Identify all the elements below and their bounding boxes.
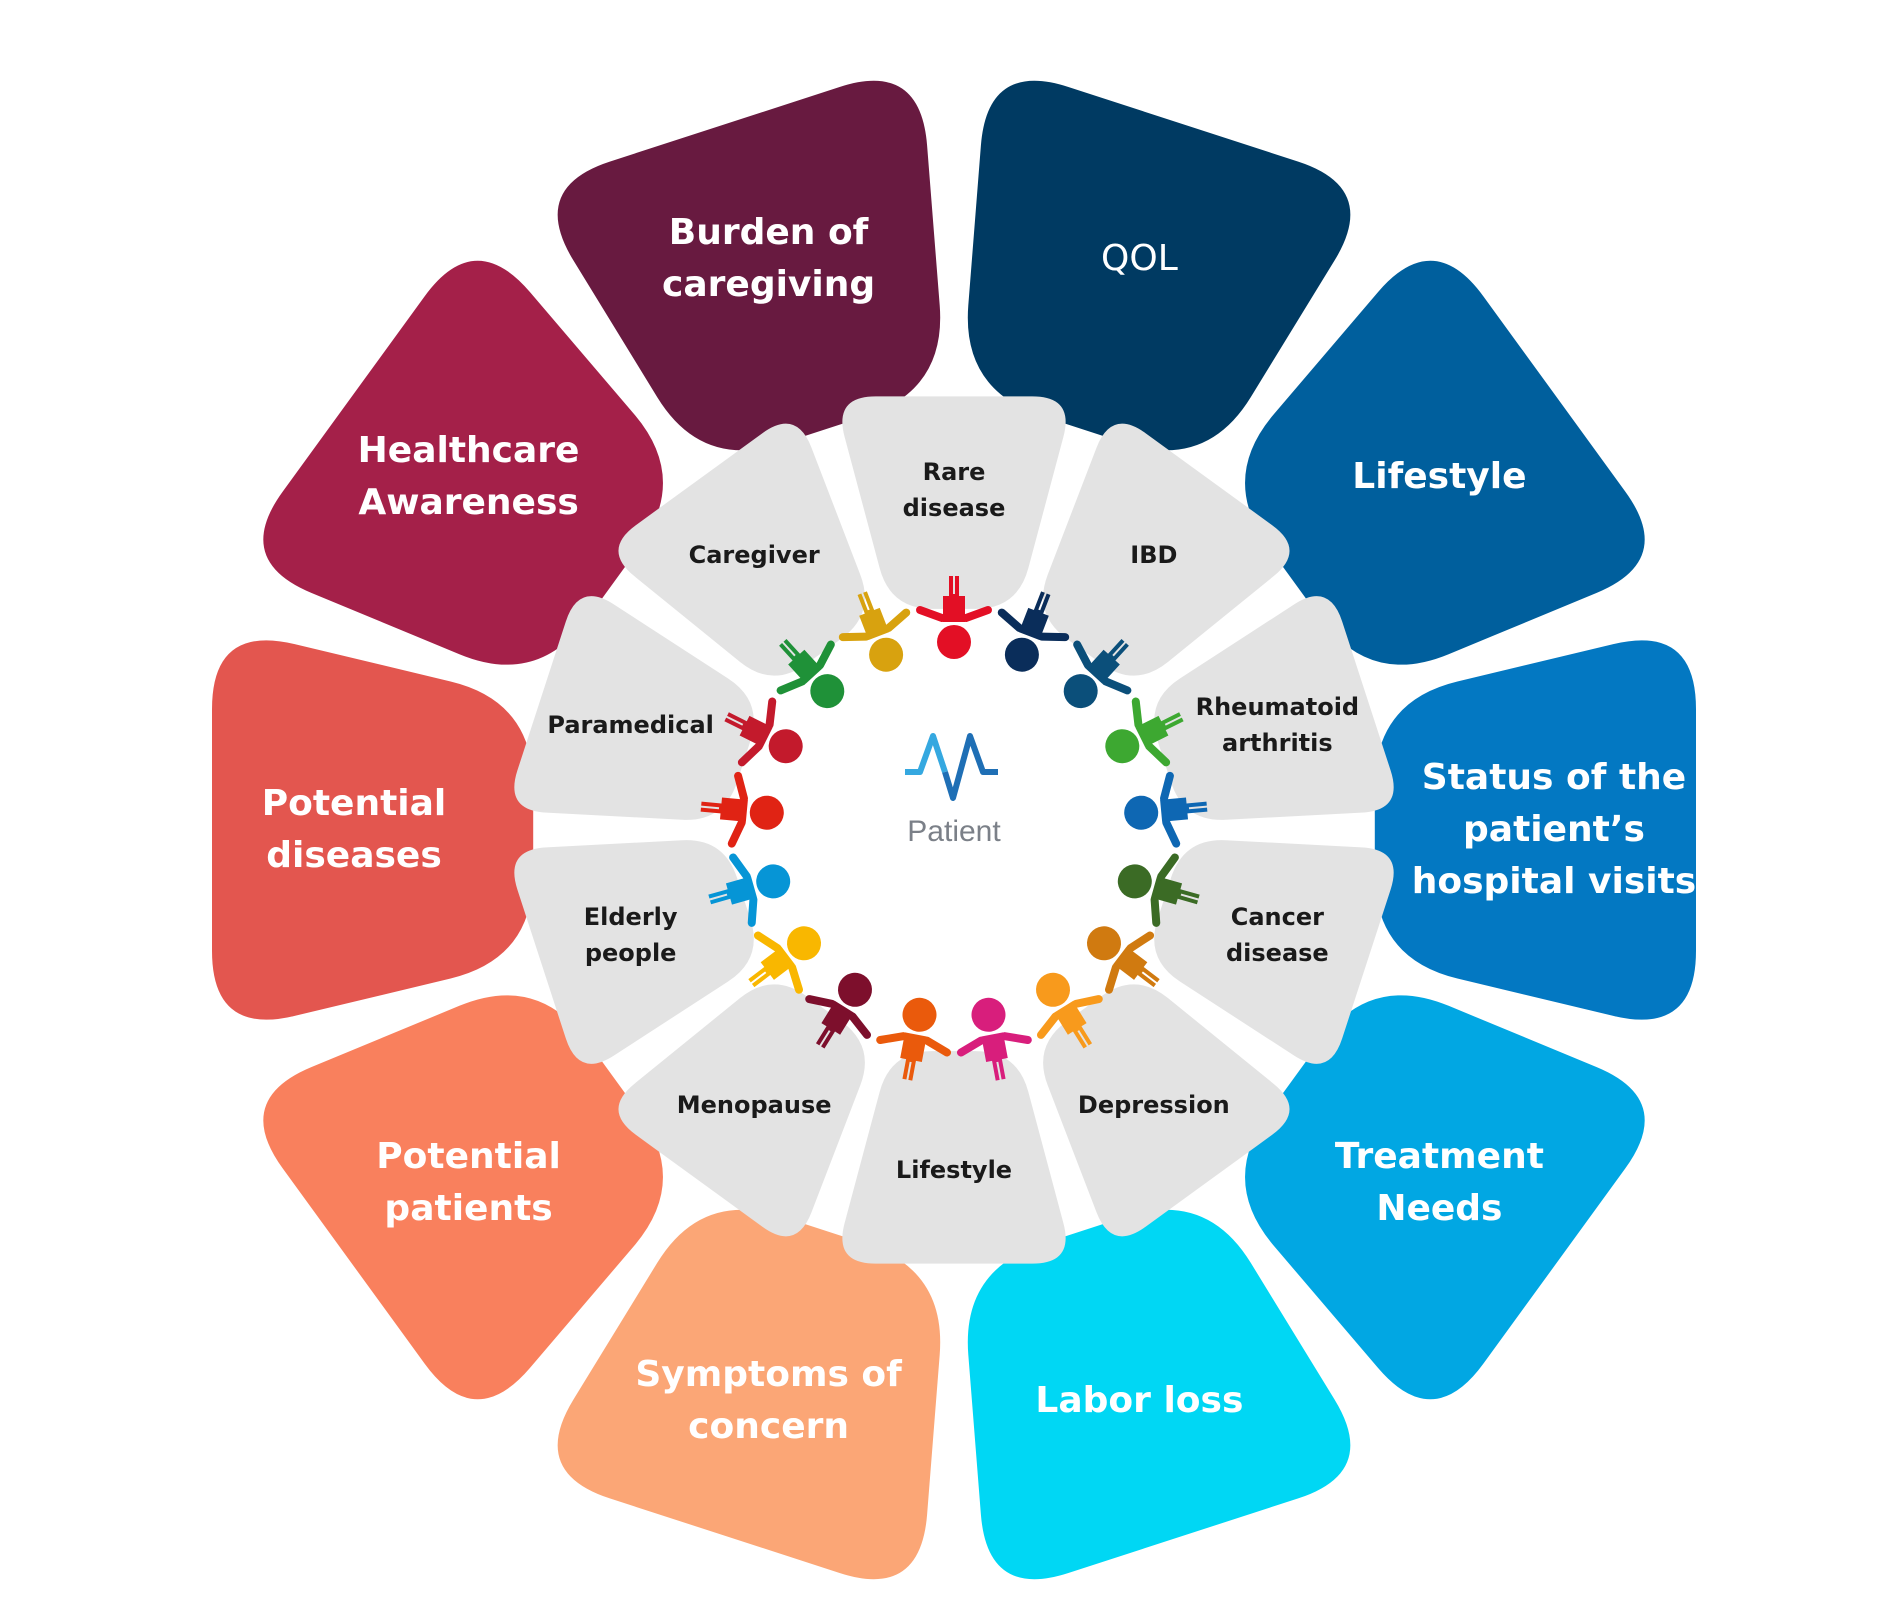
inner-petal-label-line: Paramedical [547, 710, 714, 739]
person-figure-icon [700, 771, 784, 848]
outer-petal [967, 1209, 1351, 1580]
inner-petal [842, 1051, 1066, 1264]
person-figure-icon [1087, 926, 1160, 994]
pulse-logo-icon [905, 733, 998, 801]
outer-petal-label: Burden of caregiving [599, 207, 939, 311]
outer-petal [263, 260, 663, 665]
inner-petal [514, 840, 754, 1064]
outer-petal-label-line: Awareness [358, 482, 579, 524]
person-figure-icon [805, 972, 872, 1049]
inner-petal-label: Paramedical [541, 707, 721, 743]
inner-petal-label: Menopause [664, 1087, 844, 1123]
inner-petal-label-line: Elderly [583, 903, 678, 932]
outer-petal-label-line: Treatment [1334, 1135, 1544, 1177]
inner-petal-label-line: arthritis [1222, 728, 1333, 757]
inner-petal-label-line: people [584, 939, 677, 968]
inner-petal-label: Cancer disease [1187, 899, 1367, 971]
inner-petal-label: Depression [1064, 1087, 1244, 1123]
person-figure-icon [876, 997, 952, 1081]
inner-petal-label-line: Lifestyle [895, 1156, 1013, 1184]
inner-petal [618, 423, 865, 676]
inner-petal-label: IBD [1064, 537, 1244, 573]
inner-petal-label-line: Menopause [676, 1091, 832, 1120]
person-figure-icon [997, 591, 1070, 672]
person-figure-icon [1117, 853, 1200, 927]
inner-petal-label-line: IBD [1130, 540, 1178, 569]
inner-petal-label: Elderly people [541, 899, 721, 971]
inner-petal-label-line: disease [1225, 939, 1329, 968]
inner-petal-label-line: Caregiver [688, 540, 820, 569]
inner-petal-label-line: disease [902, 494, 1006, 522]
person-figure-icon [1124, 771, 1208, 848]
outer-petal-label: Labor loss [969, 1375, 1309, 1427]
inner-petal-label: Lifestyle [864, 1152, 1044, 1188]
inner-petal-label-line: Cancer [1230, 903, 1324, 932]
outer-petal [557, 80, 941, 451]
person-figure-icon [1036, 972, 1103, 1049]
person-figure-icon [748, 926, 821, 994]
outer-petal-label-line: Needs [1376, 1187, 1503, 1229]
outer-petal-label-line: Labor loss [1035, 1379, 1244, 1421]
outer-petal-label-line: Potential [261, 783, 447, 824]
outer-petal [212, 640, 534, 1020]
outer-petal-label-line: diseases [266, 835, 442, 876]
outer-petal [557, 1209, 941, 1580]
inner-petal-label-line: Depression [1077, 1091, 1230, 1120]
inner-petal-label: Rheumatoid arthritis [1187, 689, 1367, 761]
inner-petal [842, 396, 1066, 609]
center-patient-label: Patient [907, 815, 1001, 848]
outer-petal-label-line: Burden of [668, 212, 869, 254]
inner-petal [1154, 840, 1394, 1064]
person-figure-icon [838, 591, 911, 672]
inner-petal-label: Rare disease [864, 454, 1044, 526]
outer-petal-label: Potential patients [299, 1131, 639, 1235]
inner-petal-label: Caregiver [664, 537, 844, 573]
inner-ring [514, 396, 1394, 1264]
outer-petal [263, 995, 663, 1400]
outer-petal-label-line: patient’s [1463, 809, 1645, 850]
outer-petal [967, 80, 1351, 451]
inner-petal-label-line: Rheumatoid [1195, 692, 1360, 721]
outer-petal-label: QOL [969, 233, 1309, 285]
person-figure-icon [916, 576, 992, 659]
outer-ring [212, 80, 1696, 1580]
outer-petal-label: Lifestyle [1269, 451, 1609, 503]
outer-petal-label-line: Status of the [1421, 757, 1687, 798]
person-figure-icon [708, 853, 791, 927]
outer-petal-label-line: Healthcare [357, 430, 580, 472]
outer-petal [1245, 995, 1645, 1400]
inner-petal [1043, 423, 1290, 676]
outer-petal-label-line: Symptoms of [635, 1353, 902, 1395]
inner-petal [1154, 596, 1394, 820]
inner-petal [514, 596, 754, 820]
outer-petal-label: Status of the patient’s hospital visits [1384, 752, 1724, 908]
outer-petal-label-line: caregiving [662, 264, 876, 306]
outer-petal [1245, 260, 1645, 665]
outer-petal-label-line: QOL [1101, 238, 1178, 280]
inner-petal [1043, 984, 1290, 1237]
outer-petal-label-line: Potential [376, 1135, 561, 1177]
person-figure-icon [1063, 638, 1132, 709]
outer-petal-label: Symptoms of concern [599, 1349, 939, 1453]
outer-petal-label-line: hospital visits [1411, 861, 1697, 902]
person-figure-icon [776, 638, 845, 709]
outer-petal [1374, 640, 1696, 1020]
outer-petal-label-line: Lifestyle [1352, 456, 1527, 498]
people-holding-hands-icon [700, 576, 1208, 1081]
outer-petal-label-line: patients [384, 1187, 553, 1229]
outer-petal-label: Potential diseases [184, 778, 524, 882]
inner-petal-label-line: Rare [922, 458, 986, 486]
person-figure-icon [956, 997, 1032, 1081]
person-figure-icon [724, 697, 803, 767]
outer-petal-label-line: concern [688, 1405, 849, 1447]
inner-petal [618, 984, 865, 1237]
person-figure-icon [1105, 697, 1184, 767]
